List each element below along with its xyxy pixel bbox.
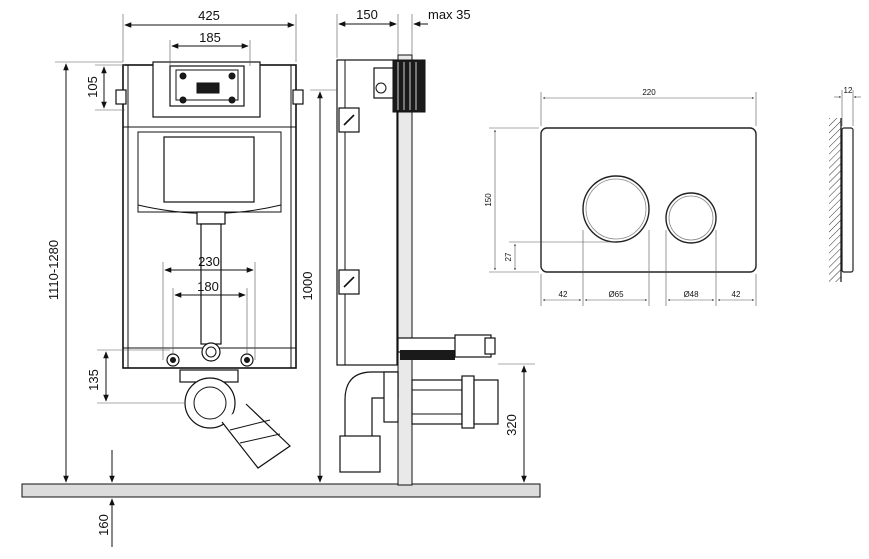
- flush-plate-dimensions: 220 150 27 42 Ø65 Ø48 42: [484, 88, 757, 306]
- small-flush-button: [665, 192, 717, 244]
- dim-320: 320: [504, 414, 519, 436]
- dim-d48: Ø48: [683, 290, 699, 299]
- dim-42-left: 42: [559, 290, 568, 299]
- dim-105: 105: [85, 76, 100, 98]
- dim-12: 12: [844, 86, 853, 95]
- dim-max35: max 35: [428, 7, 471, 22]
- side-view: [336, 54, 499, 486]
- dim-425: 425: [198, 8, 220, 23]
- side-frame: [336, 59, 398, 366]
- dim-180: 180: [197, 279, 219, 294]
- dim-1000: 1000: [300, 272, 315, 301]
- wall: [397, 54, 413, 486]
- dim-42-right: 42: [732, 290, 741, 299]
- large-flush-button: [582, 175, 650, 243]
- dim-230: 230: [198, 254, 220, 269]
- dim-27: 27: [504, 252, 513, 261]
- flush-plate-side-view: 12: [829, 86, 861, 282]
- wall-hatch: [829, 118, 841, 282]
- flush-plate-view: [540, 127, 757, 273]
- dim-d65: Ø65: [608, 290, 624, 299]
- front-view: [115, 61, 304, 469]
- side-dimensions: 150 max 35 1000 320: [300, 7, 535, 483]
- floor: [21, 483, 541, 498]
- dim-150-plate: 150: [484, 193, 493, 207]
- dim-160: 160: [96, 514, 111, 536]
- dim-220: 220: [642, 88, 656, 97]
- flush-plate: [540, 127, 757, 273]
- plate-side: [841, 127, 854, 273]
- dim-135: 135: [86, 369, 101, 391]
- dim-185: 185: [199, 30, 221, 45]
- dim-150-side: 150: [356, 7, 378, 22]
- front-dimensions: 425 185 105 1110-1280 230 180 135 160: [46, 8, 297, 547]
- dim-1110-1280: 1110-1280: [46, 240, 61, 300]
